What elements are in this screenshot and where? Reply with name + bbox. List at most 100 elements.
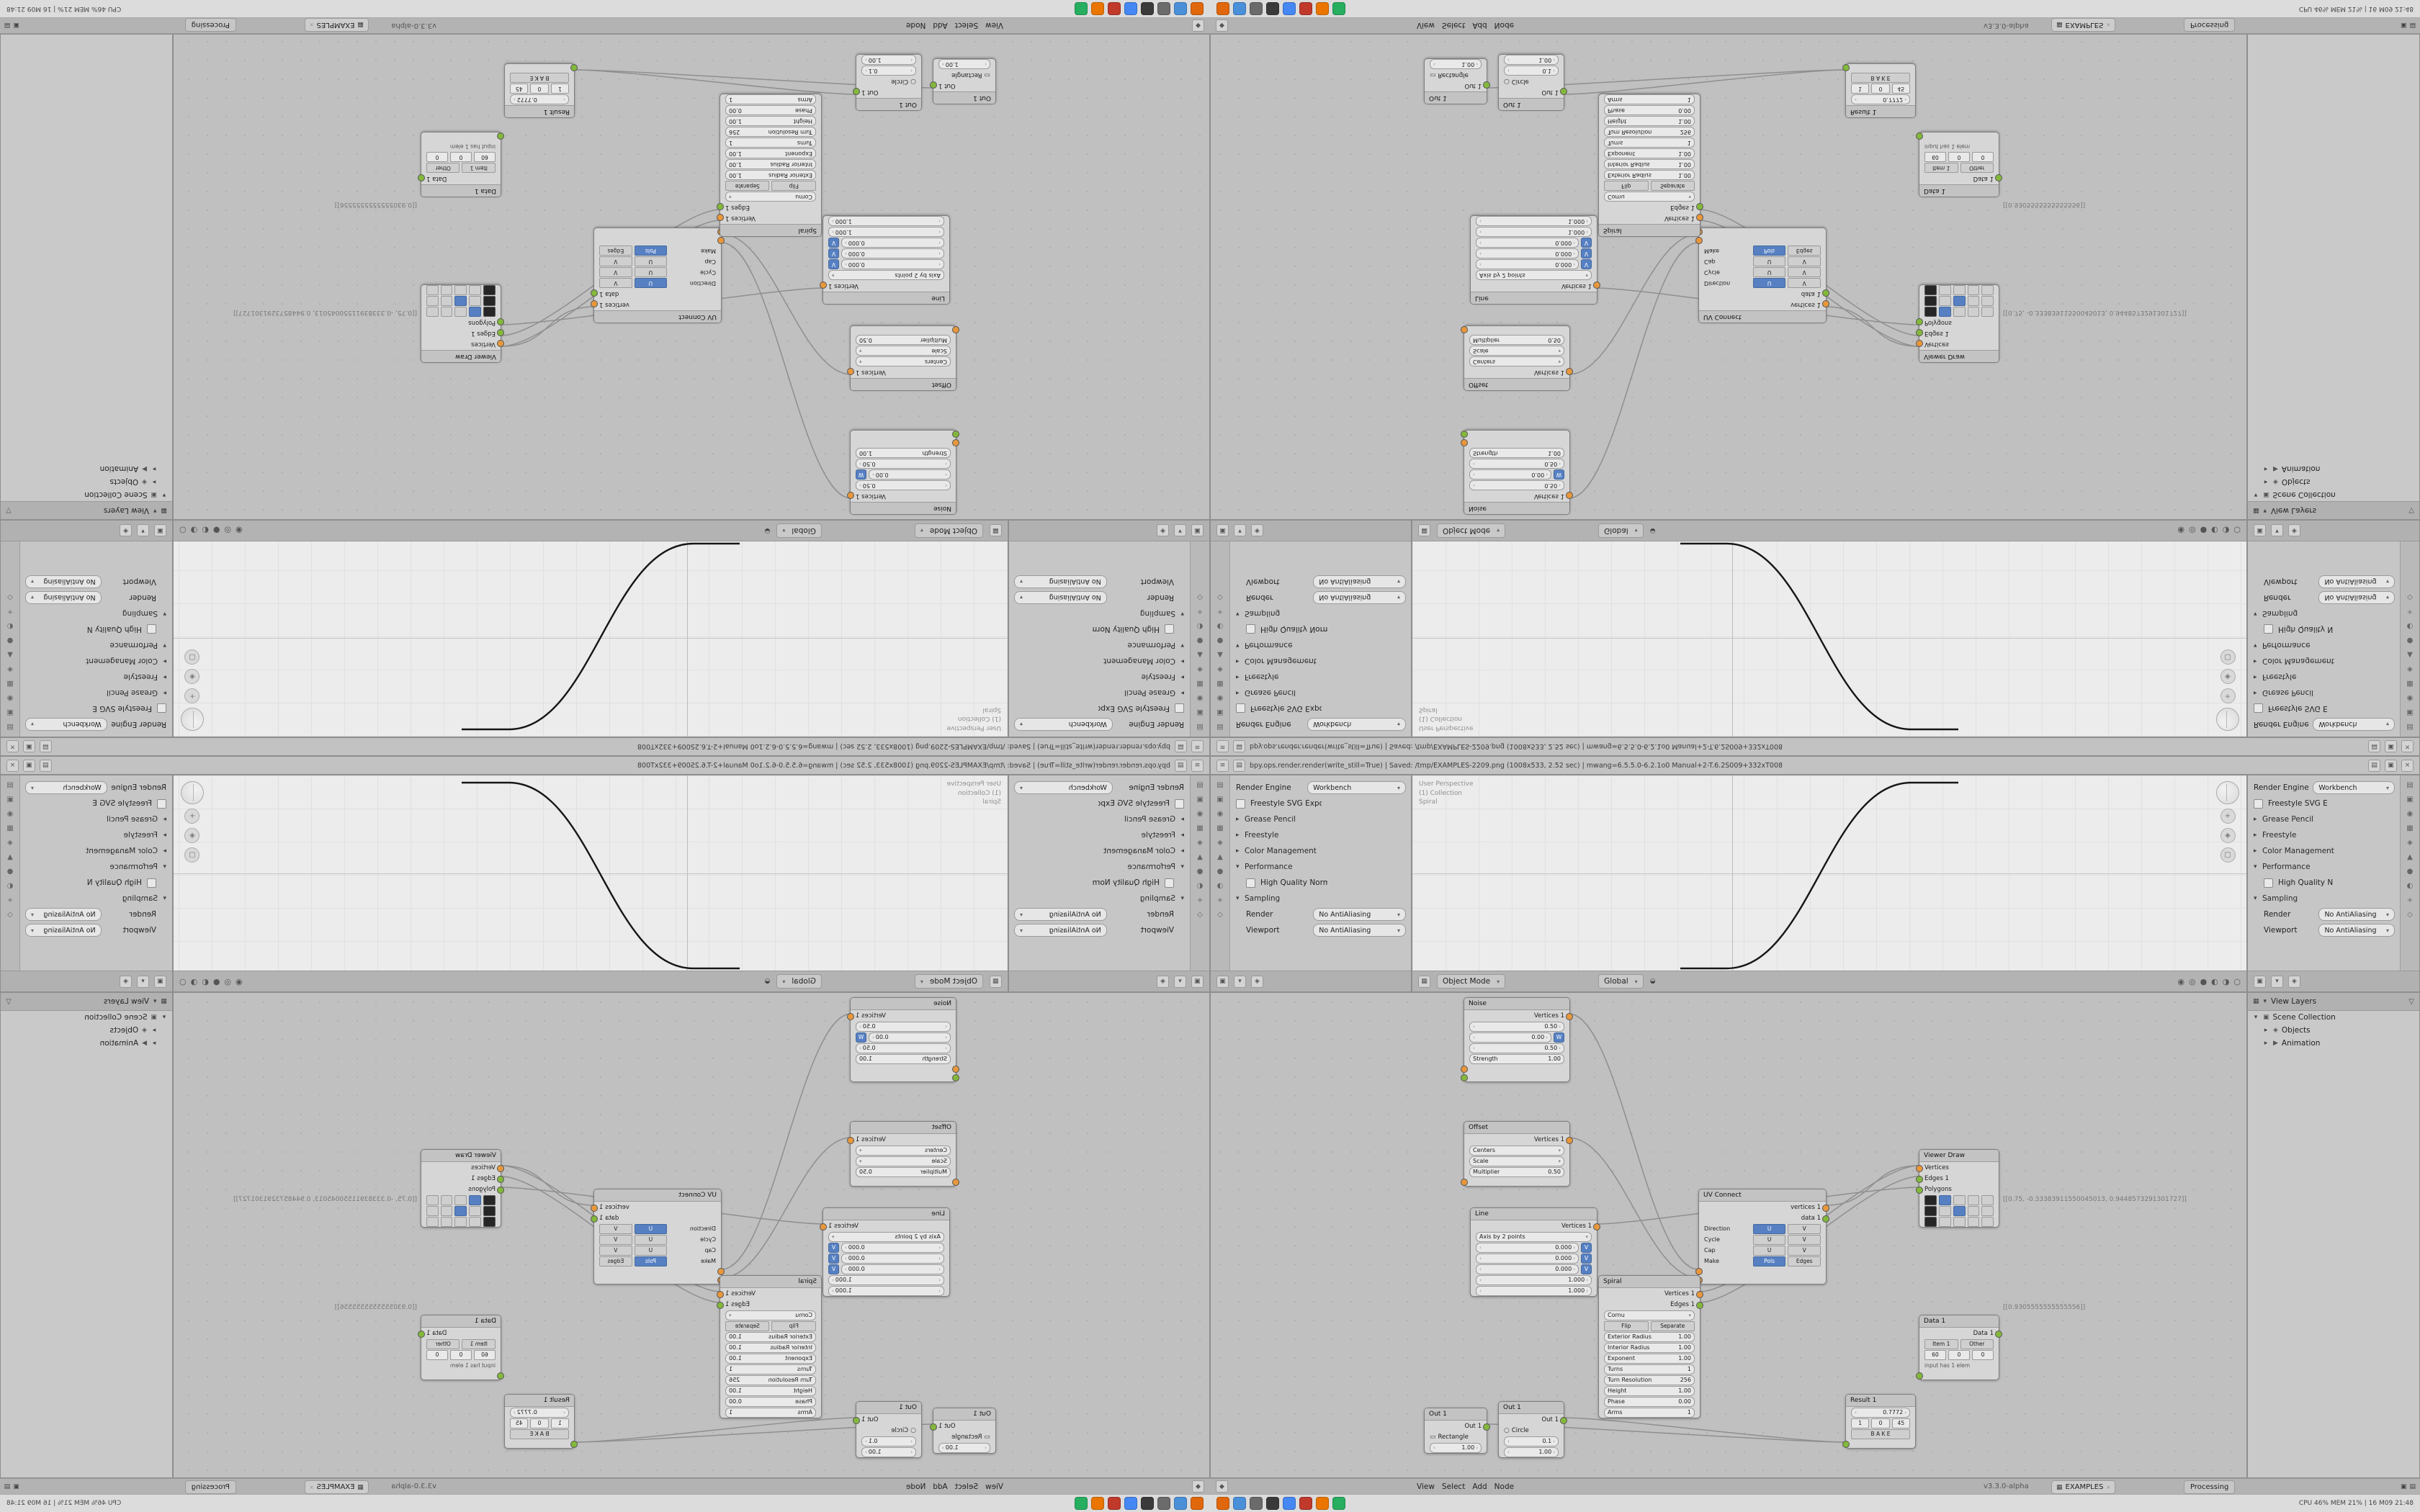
stepper-right-icon[interactable]: ›: [1573, 240, 1575, 246]
output-socket[interactable]: [930, 81, 937, 89]
node-title[interactable]: Spiral: [1599, 1276, 1700, 1288]
properties-tab-icon[interactable]: ▦: [2406, 680, 2414, 688]
output-socket[interactable]: [1995, 1330, 2002, 1338]
enum-dropdown[interactable]: Axis by 2 points▾: [1476, 1231, 1592, 1242]
menu-select[interactable]: Select: [954, 1482, 979, 1491]
axis-toggle-button[interactable]: V: [828, 238, 839, 248]
value-cell[interactable]: 0: [450, 1349, 472, 1360]
input-socket[interactable]: [952, 439, 959, 446]
properties-header-icon[interactable]: ▾: [2271, 524, 2283, 537]
toggle-option-b[interactable]: Other: [1960, 1338, 1994, 1349]
menu-add[interactable]: Add: [1472, 21, 1487, 30]
properties-tab-icon[interactable]: ◉: [6, 694, 14, 702]
stepper-left-icon[interactable]: ‹: [1473, 482, 1475, 489]
number-field[interactable]: ‹0.000›: [1476, 1264, 1579, 1274]
output-socket[interactable]: [1822, 289, 1829, 297]
display-toggle[interactable]: [426, 285, 439, 296]
outliner-row-scene-collection[interactable]: ▾▣Scene Collection: [2248, 1011, 2419, 1024]
taskbar-icon-media-player[interactable]: [1108, 1497, 1121, 1510]
display-toggle[interactable]: [440, 1216, 453, 1227]
input-socket[interactable]: [1461, 1074, 1468, 1081]
stepper-right-icon[interactable]: ›: [1586, 229, 1588, 235]
value-cell[interactable]: 1: [550, 84, 569, 94]
disclosure-icon[interactable]: ▾: [2254, 491, 2258, 498]
prop-row-freestyle[interactable]: ▸Freestyle: [1236, 831, 1279, 840]
outliner-header-icon[interactable]: ▾: [2263, 507, 2267, 514]
stepper-right-icon[interactable]: ›: [865, 1449, 867, 1455]
display-toggle[interactable]: [426, 296, 439, 307]
properties-tab-icon[interactable]: ◈: [1217, 839, 1223, 847]
processing-button[interactable]: Processing: [2184, 18, 2236, 32]
stepper-left-icon[interactable]: ‹: [938, 1266, 941, 1272]
disclosure-icon[interactable]: ▸: [2264, 478, 2268, 485]
properties-tab-icon[interactable]: ▤: [1216, 781, 1224, 789]
properties-header-icon[interactable]: ▣: [2254, 975, 2266, 988]
toggle-option-a[interactable]: U: [634, 1223, 668, 1234]
properties-tab-icon[interactable]: ◇: [2407, 593, 2413, 601]
header-icon[interactable]: ▤: [4, 1482, 11, 1490]
output-socket[interactable]: [591, 289, 598, 297]
shading-icon[interactable]: ●: [2200, 526, 2208, 536]
axis-toggle-button[interactable]: W: [856, 1032, 866, 1043]
properties-tab-icon[interactable]: ◈: [1197, 839, 1203, 847]
display-toggle[interactable]: [1953, 1205, 1966, 1216]
number-field[interactable]: ‹0.1›: [1504, 1436, 1559, 1446]
stepper-left-icon[interactable]: ‹: [938, 229, 941, 235]
viewport-gizmo-button[interactable]: +: [2220, 688, 2236, 703]
node-title[interactable]: Result 1: [505, 1395, 574, 1407]
menu-node[interactable]: Node: [905, 21, 926, 30]
node-title[interactable]: Out 1: [1425, 91, 1487, 104]
properties-tab-icon[interactable]: ▣: [6, 796, 14, 804]
toggle-option-b[interactable]: V: [1788, 278, 1821, 289]
taskbar-icon-gimp[interactable]: [1157, 2, 1170, 15]
stepper-left-icon[interactable]: ‹: [1473, 472, 1475, 478]
properties-tab-icon[interactable]: ◇: [1197, 911, 1203, 919]
axis-toggle-button[interactable]: V: [1581, 248, 1592, 259]
value-cell[interactable]: 45: [1891, 84, 1910, 94]
properties-tab-icon[interactable]: ▤: [2406, 781, 2414, 789]
properties-tab-icon[interactable]: +: [6, 608, 14, 616]
checkbox[interactable]: [147, 624, 156, 634]
number-field[interactable]: ‹0.50›: [856, 1021, 951, 1032]
output-socket[interactable]: [847, 1136, 854, 1144]
stepper-left-icon[interactable]: ‹: [1433, 1444, 1435, 1451]
output-socket[interactable]: [1566, 1012, 1573, 1020]
toggle-option-a[interactable]: U: [1752, 1234, 1786, 1245]
properties-tab-icon[interactable]: +: [1196, 896, 1204, 904]
stepper-right-icon[interactable]: ›: [832, 1287, 834, 1294]
display-toggle[interactable]: [1953, 296, 1966, 307]
display-toggle[interactable]: [469, 1194, 481, 1205]
input-socket[interactable]: [952, 1066, 959, 1073]
output-socket[interactable]: [418, 174, 425, 182]
properties-tab-icon[interactable]: ◈: [7, 665, 13, 673]
prop-row-sampling[interactable]: ▾Sampling: [2254, 609, 2298, 618]
display-toggle[interactable]: [469, 296, 481, 307]
stepper-right-icon[interactable]: ›: [1559, 482, 1561, 489]
prop-row-freestyle-svg-export[interactable]: Freestyle SVG Export: [25, 702, 166, 715]
output-socket[interactable]: [1593, 282, 1600, 289]
info-bar-icon[interactable]: ▤: [40, 759, 52, 772]
output-socket[interactable]: [1822, 1204, 1829, 1212]
prop-row-freestyle[interactable]: ▸Freestyle: [2254, 672, 2297, 681]
toggle-option-b[interactable]: Other: [426, 1338, 460, 1349]
stepper-left-icon[interactable]: ‹: [985, 61, 987, 68]
toggle-option-a[interactable]: Pols: [634, 246, 668, 256]
properties-tab-icon[interactable]: +: [1216, 896, 1224, 904]
display-toggle[interactable]: [1981, 1194, 1994, 1205]
input-socket[interactable]: [497, 1175, 504, 1183]
stepper-right-icon[interactable]: ›: [859, 1045, 861, 1051]
display-toggle[interactable]: [469, 307, 481, 318]
header-icon[interactable]: ▣: [13, 1482, 20, 1490]
input-socket[interactable]: [1916, 329, 1923, 337]
